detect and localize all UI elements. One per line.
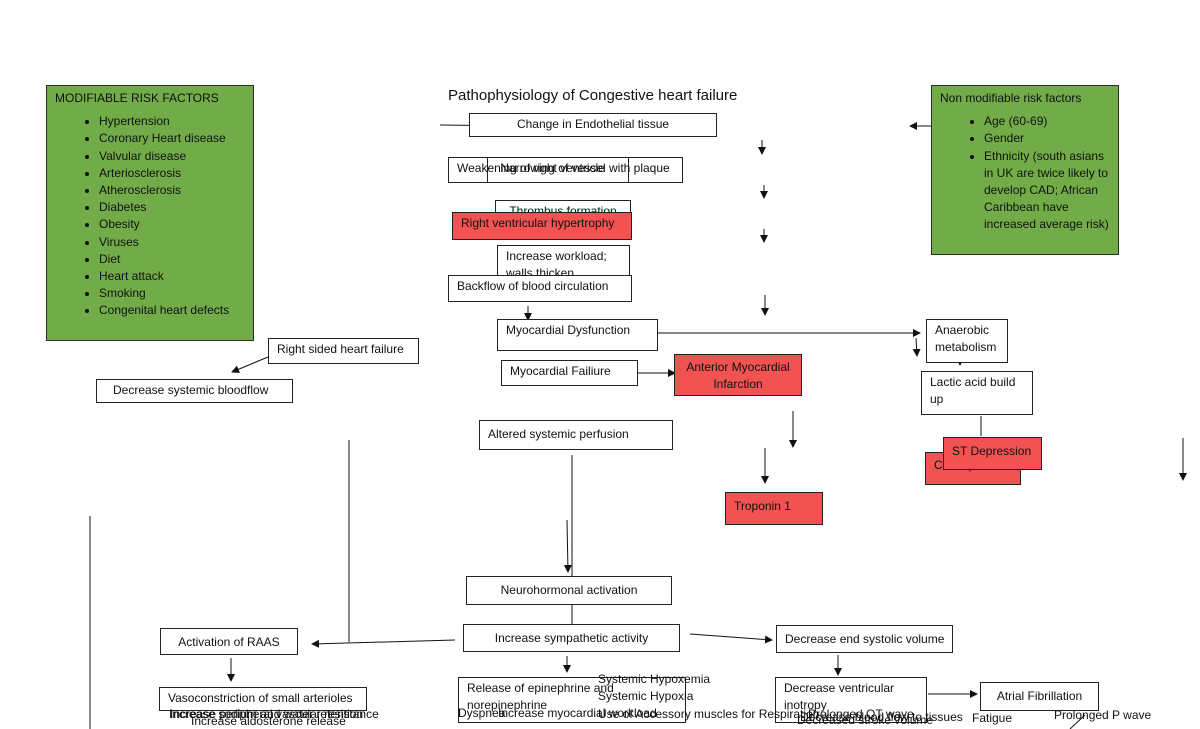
node-anterior-mi: Anterior Myocardial Infarction bbox=[674, 354, 802, 396]
node-endothelial-tissue: Change in Endothelial tissue bbox=[469, 113, 717, 137]
arrow-down-916 bbox=[912, 337, 921, 357]
list-item: Diet bbox=[99, 251, 245, 268]
list-item: Congenital heart defects bbox=[99, 302, 245, 319]
node-narrowing-vessel: Narrowing of vessel with plaque bbox=[487, 157, 683, 183]
node-lactic-acid: Lactic acid build up bbox=[921, 371, 1033, 415]
text-dyspnea: Dyspnea bbox=[458, 706, 506, 720]
text-blood-flow-tissues: Decrease blood flow to tissues bbox=[800, 710, 963, 724]
list-item: Atherosclerosis bbox=[99, 182, 245, 199]
node-backflow: Backflow of blood circulation bbox=[448, 275, 632, 302]
text-prolonged-qt: Prolonged QT wave bbox=[808, 707, 914, 721]
non-modifiable-risk-factors-box: Non modifiable risk factors Age (60-69) … bbox=[931, 85, 1119, 255]
text-aldosterone-release: Increase aldosterone release bbox=[191, 714, 346, 728]
arrow-to-raas bbox=[311, 639, 456, 648]
text-fatigue: Fatigue bbox=[972, 711, 1013, 725]
line-afib-out bbox=[1069, 714, 1086, 729]
list-item: Hypertension bbox=[99, 113, 245, 130]
node-myocardial-dysfunction: Myocardial Dysfunction bbox=[497, 319, 658, 351]
text-systemic-hypoxia: Systemic Hypoxia bbox=[598, 689, 694, 703]
list-item: Valvular disease bbox=[99, 148, 245, 165]
arrow-to-decrease-systemic bbox=[231, 356, 269, 373]
list-item: Age (60-69) bbox=[984, 113, 1110, 130]
list-item: Diabetes bbox=[99, 199, 245, 216]
text-peripheral-resistance: Increase peripheral vascular resistance bbox=[170, 707, 379, 721]
list-item: Viruses bbox=[99, 234, 245, 251]
text-systemic-hypoxemia: Systemic Hypoxemia bbox=[598, 672, 711, 686]
modifiable-risk-factors-box: MODIFIABLE RISK FACTORS Hypertension Cor… bbox=[46, 85, 254, 341]
list-item: Ethnicity (south asians in UK are twice … bbox=[984, 148, 1110, 234]
text-prolonged-p: Prolonged P wave bbox=[1054, 708, 1152, 722]
node-neurohormonal: Neurohormonal activation bbox=[466, 576, 672, 605]
node-ventricular-inotropy: Decrease ventricular inotropy bbox=[775, 677, 927, 723]
list-item: Smoking bbox=[99, 285, 245, 302]
modifiable-list: Hypertension Coronary Heart disease Valv… bbox=[55, 113, 245, 319]
list-item: Gender bbox=[984, 130, 1110, 147]
node-epinephrine-release: Release of epinephrine and norepinephrin… bbox=[458, 677, 686, 723]
node-sympathetic-activity: Increase sympathetic activity bbox=[463, 624, 680, 652]
node-anaerobic-metabolism: Anaerobic metabolism bbox=[926, 319, 1008, 363]
text-stroke-volume: Decreased stroke volume bbox=[797, 713, 934, 727]
node-st-depression: ST Depression bbox=[943, 437, 1042, 470]
list-item: Heart attack bbox=[99, 268, 245, 285]
node-vasoconstriction: Vasoconstriction of small arterioles bbox=[159, 687, 367, 711]
non-modifiable-list: Age (60-69) Gender Ethnicity (south asia… bbox=[940, 113, 1110, 233]
node-raas: Activation of RAAS bbox=[160, 628, 298, 655]
arrow-to-neurohormonal bbox=[563, 519, 572, 573]
text-sodium-retention: Increase sodium and water retention bbox=[169, 707, 364, 721]
node-decrease-systemic-bloodflow: Decrease systemic bloodflow bbox=[96, 379, 293, 403]
list-item: Obesity bbox=[99, 216, 245, 233]
non-modifiable-heading: Non modifiable risk factors bbox=[940, 91, 1082, 105]
node-altered-perfusion: Altered systemic perfusion bbox=[479, 420, 673, 450]
text-myocardial-workload: Increase myocardial workload bbox=[498, 706, 657, 720]
node-right-sided-hf: Right sided heart failure bbox=[268, 338, 419, 364]
node-troponin: Troponin 1 bbox=[725, 492, 823, 525]
node-atrial-fibrillation: Atrial Fibrillation bbox=[980, 682, 1099, 711]
node-rv-hypertrophy: Right ventricular hypertrophy bbox=[452, 212, 632, 240]
node-myocardial-failiure: Myocardial Failiure bbox=[501, 360, 638, 386]
page-title: Pathophysiology of Congestive heart fail… bbox=[448, 87, 738, 104]
list-item: Coronary Heart disease bbox=[99, 130, 245, 147]
node-end-systolic-volume: Decrease end systolic volume bbox=[776, 625, 953, 653]
text-accessory-muscles: Use of Accessory muscles for Respiration bbox=[598, 707, 820, 721]
list-item: Arteriosclerosis bbox=[99, 165, 245, 182]
arrow-sympathetic-to-esv bbox=[689, 633, 773, 644]
modifiable-heading: MODIFIABLE RISK FACTORS bbox=[55, 91, 219, 105]
node-weakening-rv: Weakening of right ventricle bbox=[448, 157, 629, 183]
